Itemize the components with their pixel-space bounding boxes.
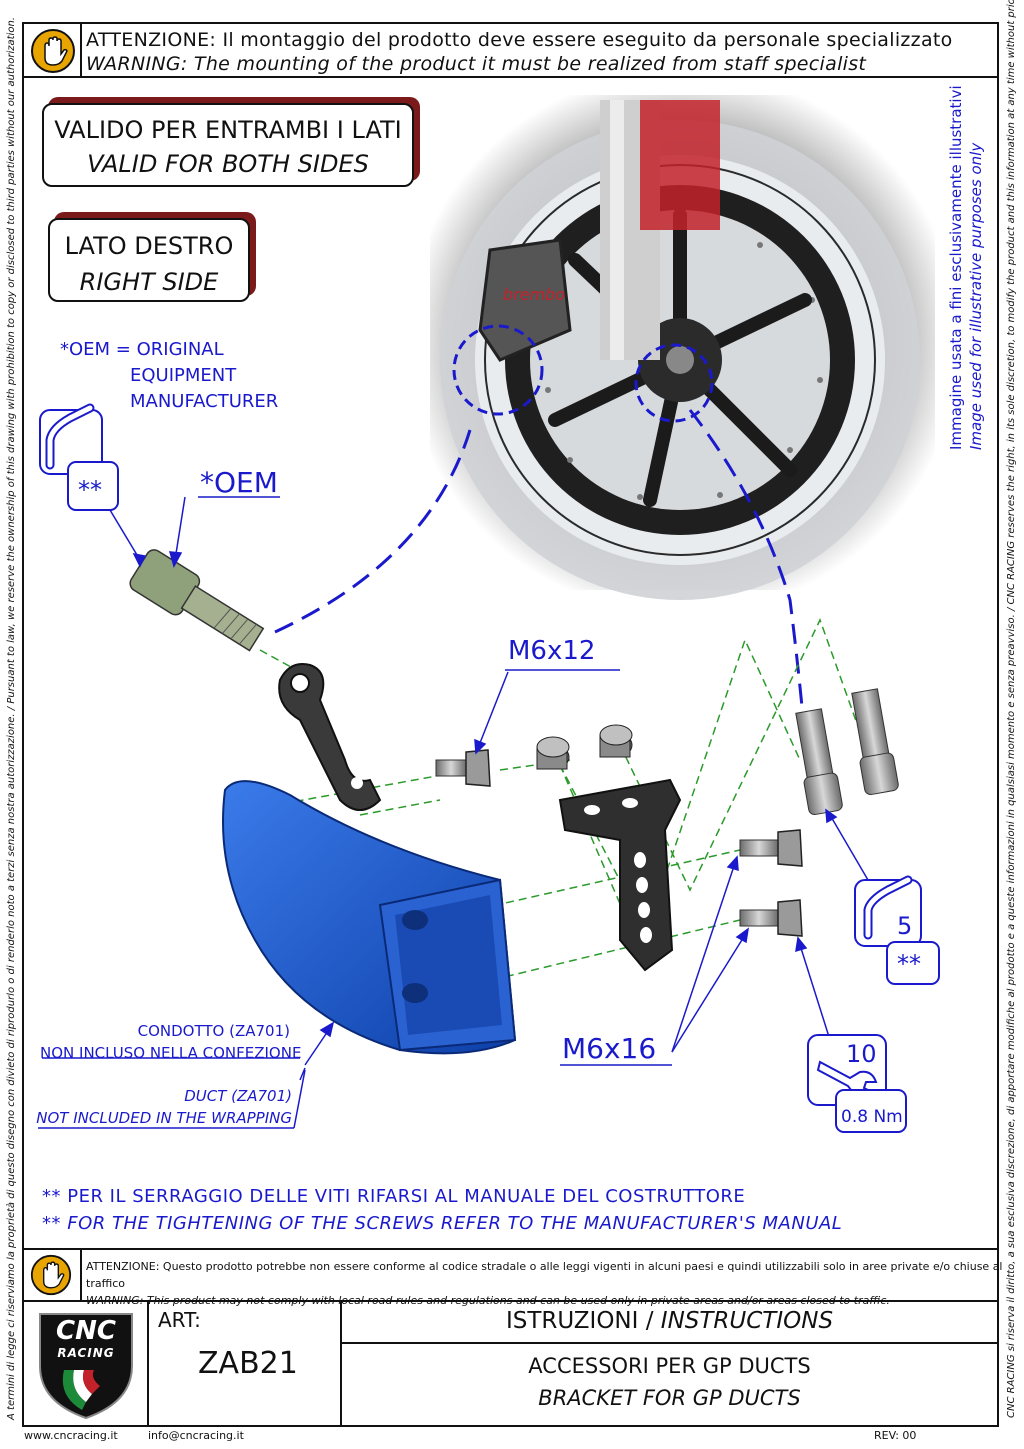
revision: REV: 00 bbox=[874, 1429, 917, 1442]
title-block-div2 bbox=[340, 1300, 342, 1427]
title-block-hdiv bbox=[340, 1342, 999, 1344]
tightening-note-it: ** PER IL SERRAGGIO DELLE VITI RIFARSI A… bbox=[42, 1186, 746, 1207]
m6x12-bolt bbox=[435, 749, 491, 787]
title-block-top bbox=[22, 1300, 999, 1302]
duct-label-en-line1: DUCT (ZA701) bbox=[184, 1087, 292, 1105]
stop-hand-icon bbox=[30, 28, 76, 78]
valid-box-en: VALID FOR BOTH SIDES bbox=[87, 150, 369, 178]
double-star-right: ** bbox=[897, 950, 921, 978]
oem-bolt bbox=[129, 549, 265, 652]
title-block-div1 bbox=[147, 1300, 149, 1427]
warning-top: ATTENZIONE: Il montaggio del prodotto de… bbox=[86, 28, 953, 76]
duct-label-en-line2: NOT INCLUDED IN THE WRAPPING bbox=[36, 1109, 292, 1127]
wrench-icon bbox=[807, 1034, 907, 1133]
small-bracket bbox=[278, 663, 382, 811]
oem-note-line3: MANUFACTURER bbox=[130, 391, 279, 412]
tightening-note-en: ** FOR THE TIGHTENING OF THE SCREWS REFE… bbox=[42, 1213, 843, 1234]
hex-key-icon bbox=[39, 403, 119, 511]
duct-label-it-line2: NON INCLUSO NELLA CONFEZIONE bbox=[40, 1044, 302, 1062]
oem-note-line2: EQUIPMENT bbox=[130, 365, 237, 386]
duct-za701 bbox=[222, 780, 517, 1055]
valid-box-it: VALIDO PER ENTRAMBI I LATI bbox=[54, 116, 402, 144]
m6x16-bolts bbox=[739, 829, 803, 937]
title-en: INSTRUCTIONS bbox=[660, 1308, 834, 1334]
subtitle-en: BRACKET FOR GP DUCTS bbox=[538, 1386, 801, 1410]
bottom-icon-divider bbox=[80, 1248, 82, 1300]
oem-label: *OEM bbox=[200, 466, 278, 499]
email-link[interactable]: info@cncracing.it bbox=[148, 1429, 244, 1442]
title-it: ISTRUZIONI / bbox=[505, 1308, 654, 1334]
oem-note: *OEM = ORIGINAL EQUIPMENT MANUFACTURER bbox=[60, 337, 278, 415]
warning-top-it: ATTENZIONE: Il montaggio del prodotto de… bbox=[86, 29, 953, 51]
duct-label-en: DUCT (ZA701) NOT INCLUDED IN THE WRAPPING bbox=[30, 1085, 292, 1129]
drawing-frame bbox=[22, 22, 999, 1427]
wrench-size-10: 10 bbox=[846, 1040, 877, 1068]
caliper-bolt-callout bbox=[452, 324, 544, 416]
cnc-racing-logo bbox=[34, 1306, 138, 1424]
instructions-title: ISTRUZIONI / INSTRUCTIONS bbox=[340, 1308, 999, 1334]
logo-text-cnc: CNC bbox=[56, 1316, 116, 1346]
double-star-left: ** bbox=[78, 476, 102, 504]
torque-value: 0.8 Nm bbox=[841, 1107, 903, 1127]
art-code: ZAB21 bbox=[198, 1346, 298, 1381]
m6x12-label: M6x12 bbox=[508, 636, 596, 666]
svg-text:brembo: brembo bbox=[503, 285, 565, 304]
side-box-en: RIGHT SIDE bbox=[79, 268, 219, 296]
valid-both-sides-box: VALIDO PER ENTRAMBI I LATI VALID FOR BOT… bbox=[42, 103, 414, 187]
m6x16-label: M6x16 bbox=[562, 1032, 657, 1065]
l-bracket bbox=[558, 778, 682, 972]
wheel-photo: brembo bbox=[430, 95, 935, 600]
caliper-bolts bbox=[795, 688, 899, 816]
hex-key-5-icon bbox=[854, 875, 940, 985]
duct-label-it-line1: CONDOTTO (ZA701) bbox=[137, 1022, 290, 1040]
website-link[interactable]: www.cncracing.it bbox=[24, 1429, 118, 1442]
subtitle-it: ACCESSORI PER GP DUCTS bbox=[528, 1354, 811, 1378]
art-label: ART: bbox=[158, 1308, 201, 1332]
oem-note-line1: *OEM = ORIGINAL bbox=[60, 339, 224, 360]
warning-bottom-it: ATTENZIONE: Questo prodotto potrebbe non… bbox=[86, 1260, 1003, 1290]
hex-size-5: 5 bbox=[897, 912, 913, 940]
top-divider bbox=[22, 76, 999, 78]
duct-label-it: CONDOTTO (ZA701) NON INCLUSO NELLA CONFEZ… bbox=[40, 1020, 302, 1064]
side-box-it: LATO DESTRO bbox=[64, 232, 234, 260]
warning-top-en: WARNING: The mounting of the product it … bbox=[86, 53, 867, 75]
top-icon-divider bbox=[80, 22, 82, 76]
right-side-box: LATO DESTRO RIGHT SIDE bbox=[48, 218, 250, 302]
bottom-warning-top-divider bbox=[22, 1248, 999, 1250]
stop-hand-icon-bottom bbox=[30, 1254, 72, 1300]
logo-text-racing: RACING bbox=[57, 1346, 115, 1360]
spacers bbox=[536, 724, 633, 770]
axle-callout bbox=[634, 343, 714, 423]
